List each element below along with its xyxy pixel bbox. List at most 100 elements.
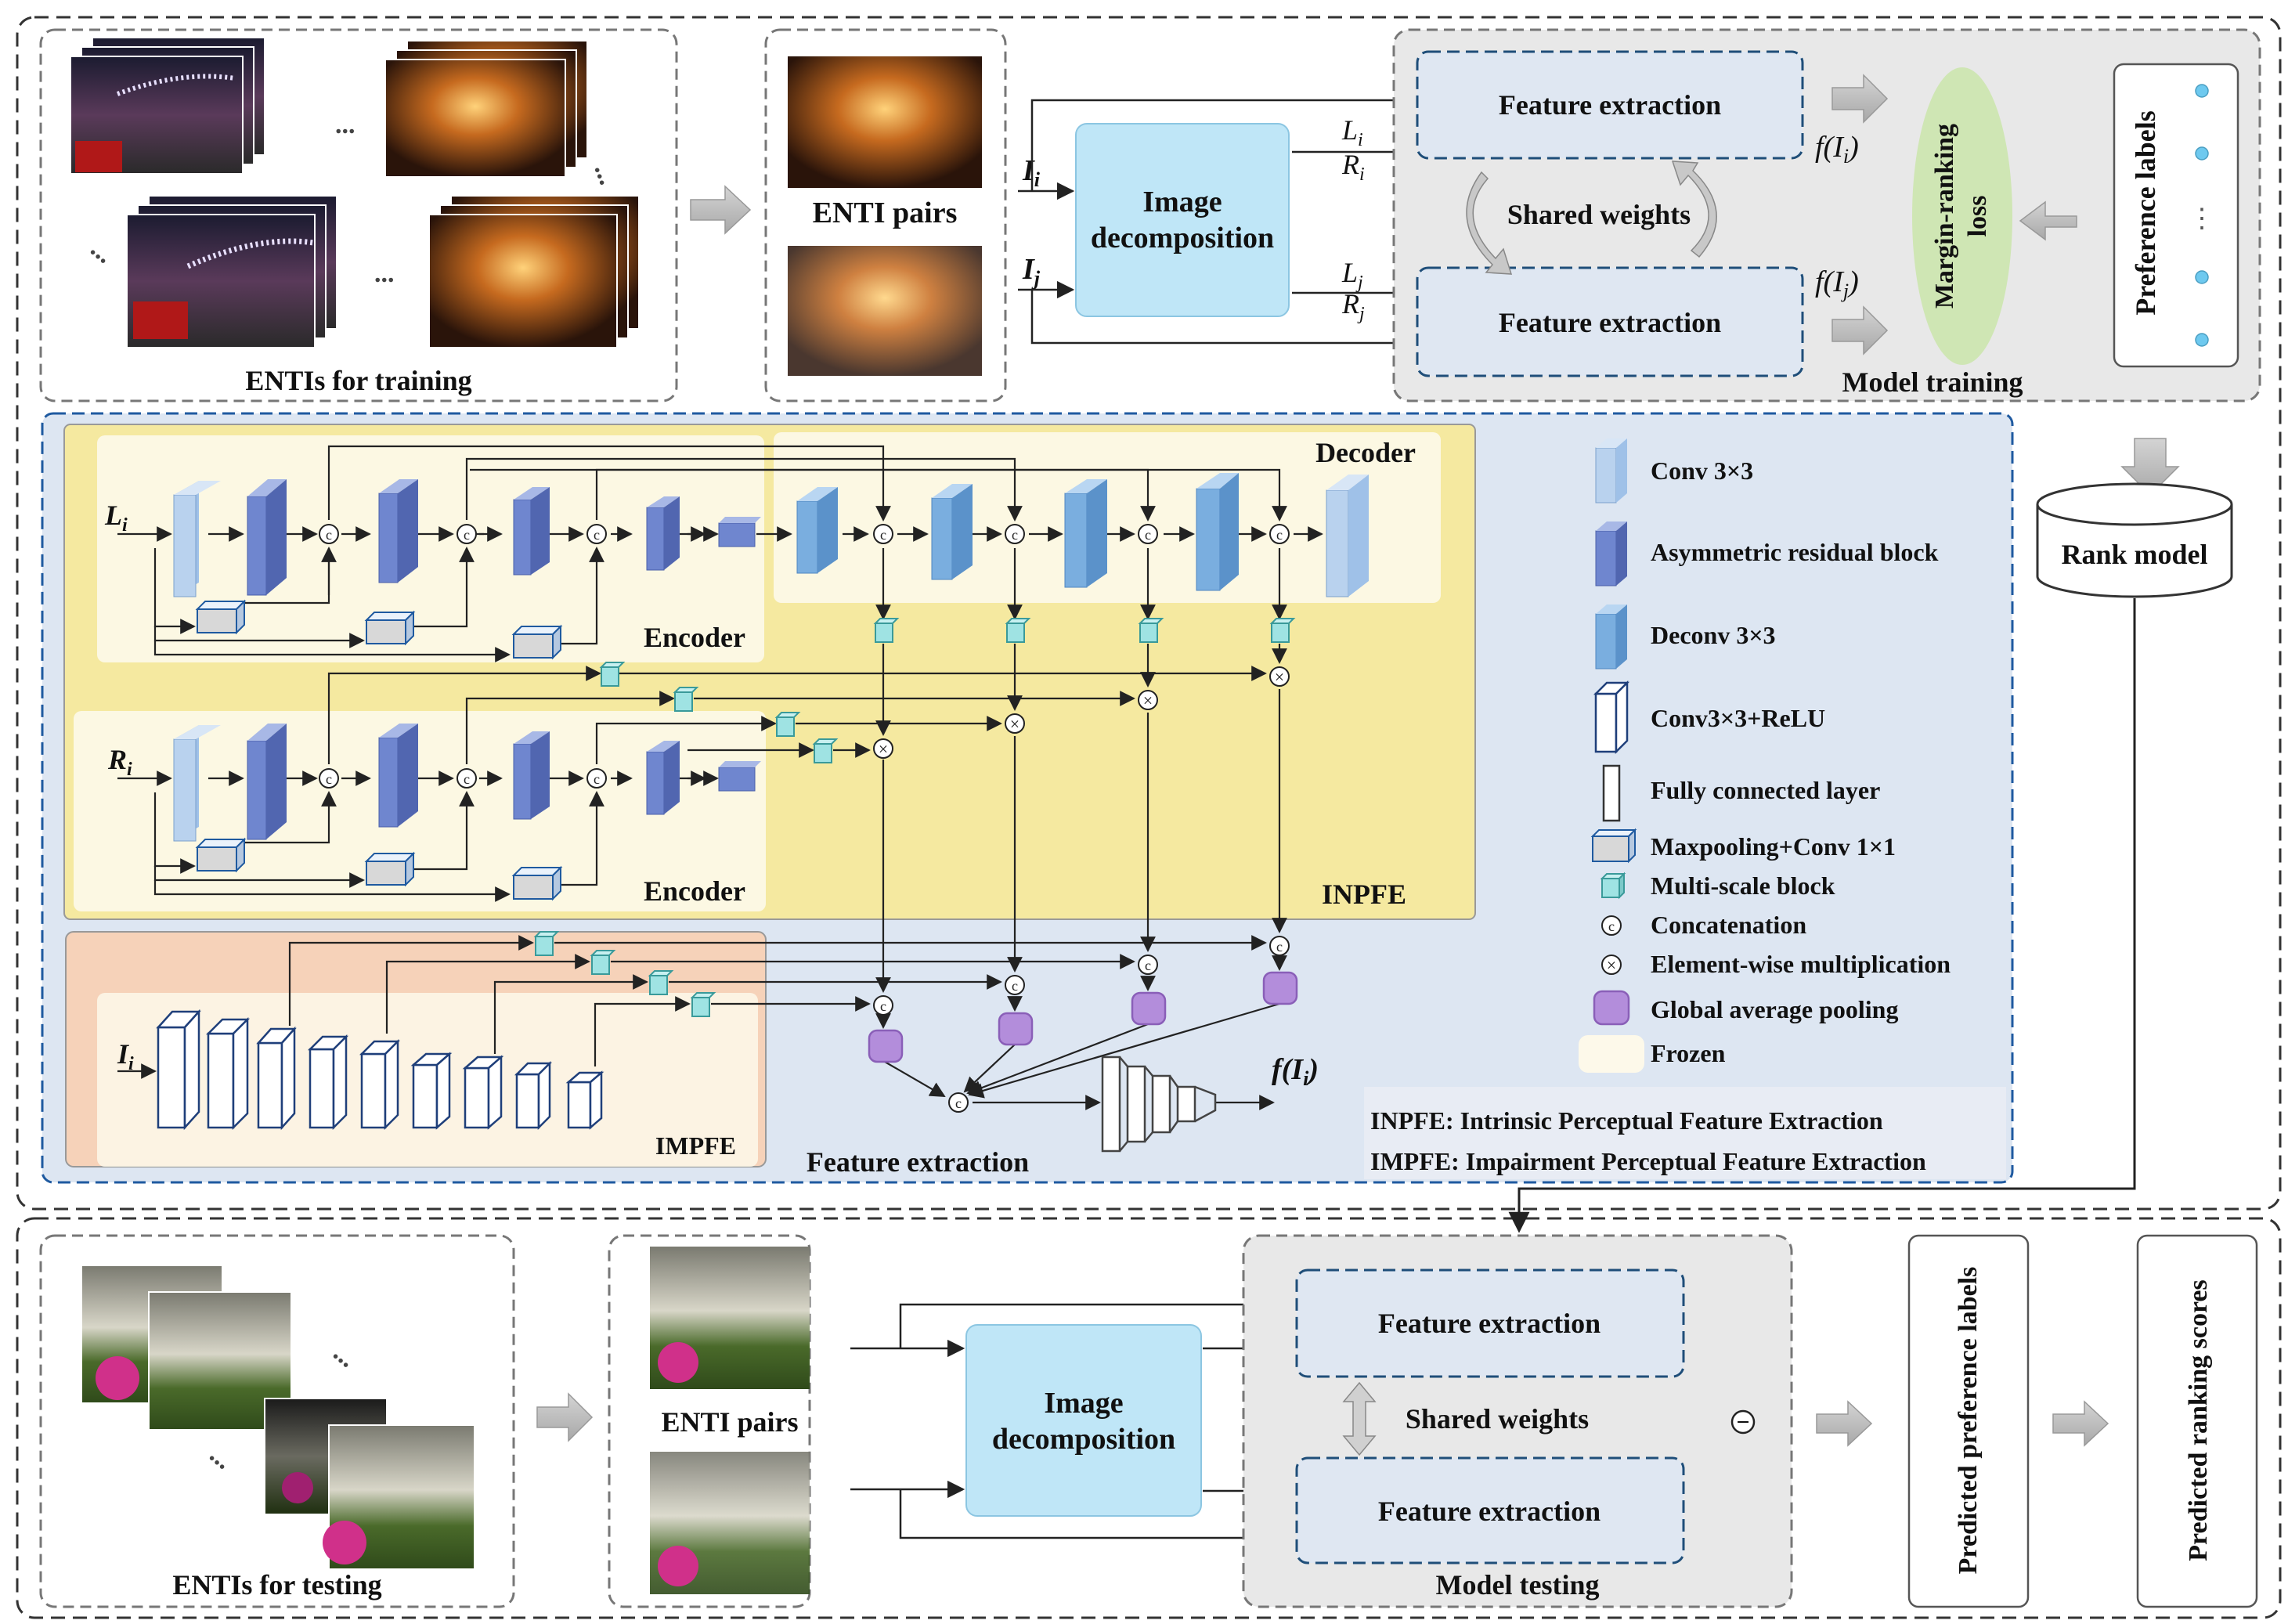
ellipsis-top: ... xyxy=(335,110,355,139)
label-Lj: Lj xyxy=(1341,257,1363,293)
concat-node-symbol: c xyxy=(594,771,600,787)
deconv-block xyxy=(931,484,973,580)
mult-node-symbol: × xyxy=(879,739,888,759)
conv-block xyxy=(173,481,221,597)
conv-block xyxy=(173,725,221,842)
input-j-label: Ij xyxy=(1022,253,1041,290)
concat-node xyxy=(1138,955,1158,975)
resblock xyxy=(646,496,680,571)
training-pairs-caption: ENTI pairs xyxy=(813,197,958,229)
concat-node xyxy=(586,768,607,789)
multiscale-block xyxy=(1139,623,1158,643)
preference-vdots: ⋮ xyxy=(2189,204,2215,233)
legend-item-resblock: Asymmetric residual block xyxy=(1651,538,1939,566)
rank-model-label: Rank model xyxy=(2061,539,2207,570)
gap-block xyxy=(1262,971,1298,1005)
final-concat-node xyxy=(948,1092,969,1113)
concat-node-symbol: c xyxy=(464,771,470,787)
rank-model-cylinder xyxy=(2036,482,2233,598)
inpfe-label: INPFE xyxy=(1322,879,1406,910)
decomposition-testing-line1: Image xyxy=(1044,1387,1123,1420)
legend-item-conv: Conv 3×3 xyxy=(1651,457,1753,485)
maxpool-block xyxy=(195,837,247,873)
legend-item-convrelu: Conv3×3+ReLU xyxy=(1651,704,1825,732)
legend-icon-multiscale xyxy=(1600,872,1626,900)
concat-node xyxy=(1005,975,1025,995)
mult-node xyxy=(1005,713,1025,734)
testing-image-stack xyxy=(81,1265,475,1570)
multiscale-block xyxy=(601,666,619,687)
conv-relu-block xyxy=(156,1009,604,1131)
multiscale-block-top xyxy=(1138,618,1164,624)
legend-icon-maxpool xyxy=(1590,828,1637,864)
legend-icon-gap xyxy=(1593,990,1630,1026)
resblock xyxy=(513,487,550,576)
arrow-to-rank-model xyxy=(2120,438,2180,496)
deconv-block xyxy=(796,487,838,574)
concat-node-symbol: c xyxy=(1145,958,1151,973)
concat-node-symbol: c xyxy=(326,771,332,787)
testing-pairs-caption: ENTI pairs xyxy=(661,1406,798,1438)
legend-item-concat: Concatenation xyxy=(1651,911,1806,939)
net-f-output: f(Ii) xyxy=(1272,1053,1319,1090)
concat-node-symbol: c xyxy=(1012,978,1018,994)
concat-node xyxy=(1005,524,1025,544)
resblock xyxy=(513,731,550,820)
multiscale-block-top xyxy=(690,992,716,998)
training-image-stack-right xyxy=(384,40,640,348)
arrow-to-loss-top xyxy=(1831,74,1889,124)
maxpool-block xyxy=(364,610,416,646)
legend-mult-symbol: × xyxy=(1607,955,1616,975)
decomposition-training-line2: decomposition xyxy=(1091,222,1274,254)
fully-connected-head xyxy=(1101,1056,1217,1153)
encoder-bottom-label: Encoder xyxy=(644,875,745,907)
legend-item-multiscale: Multi-scale block xyxy=(1651,872,1835,900)
impfe-label: IMPFE xyxy=(655,1131,736,1160)
preference-labels-box xyxy=(2113,63,2239,368)
decomposition-testing-line2: decomposition xyxy=(992,1423,1175,1456)
multiscale-block-top xyxy=(812,738,839,745)
resblock xyxy=(247,479,287,596)
shared-weights-testing-arrow xyxy=(1342,1381,1377,1456)
legend-icon-frozen xyxy=(1579,1035,1644,1073)
margin-ranking-loss-line2: loss xyxy=(1963,196,1992,237)
multiscale-block xyxy=(814,743,832,763)
multiscale-block-top xyxy=(873,618,900,624)
final-concat-node-symbol: c xyxy=(955,1095,962,1111)
predicted-scores-text: Predicted ranking scores xyxy=(2184,1279,2213,1561)
feature-extraction-testing-top-label: Feature extraction xyxy=(1378,1308,1601,1339)
feature-extraction-training-top xyxy=(1416,50,1804,160)
legend-icon-resblock xyxy=(1595,521,1627,586)
legend-concat-symbol: c xyxy=(1608,918,1615,934)
concat-node xyxy=(873,995,893,1016)
training-image-stack-left xyxy=(70,37,337,348)
concat-node xyxy=(319,768,339,789)
concat-node-symbol: c xyxy=(1276,939,1283,955)
mult-node-symbol: × xyxy=(1275,667,1284,687)
maxpool-block xyxy=(718,517,761,547)
concat-node-symbol: c xyxy=(1276,527,1283,543)
multiscale-block-top xyxy=(533,931,560,937)
multiscale-block-top xyxy=(673,687,699,693)
abbrev-inpfe: INPFE: Intrinsic Perceptual Feature Extr… xyxy=(1370,1106,1883,1135)
training-frame xyxy=(16,16,2282,1211)
encoder-top-label: Encoder xyxy=(644,622,745,653)
image-decomposition-training xyxy=(1075,123,1290,317)
concat-node-symbol: c xyxy=(326,527,332,543)
legend-bg xyxy=(1566,420,2005,1081)
concat-node xyxy=(1269,524,1290,544)
legend-item-gap: Global average pooling xyxy=(1651,995,1898,1023)
multiscale-block xyxy=(649,975,668,995)
concat-node xyxy=(586,524,607,544)
resblock xyxy=(646,741,680,815)
multiscale-block xyxy=(674,691,693,712)
feature-extraction-testing-bottom-label: Feature extraction xyxy=(1378,1496,1601,1527)
feature-extraction-testing-bottom xyxy=(1295,1456,1685,1564)
maxpool-block xyxy=(511,865,563,901)
concat-node xyxy=(873,524,893,544)
concat-node-symbol: c xyxy=(1145,527,1151,543)
enti-training-caption: ENTIs for training xyxy=(245,365,471,396)
multiscale-block-top xyxy=(599,662,626,668)
f-Ij-label: f(Ij) xyxy=(1815,265,1859,302)
